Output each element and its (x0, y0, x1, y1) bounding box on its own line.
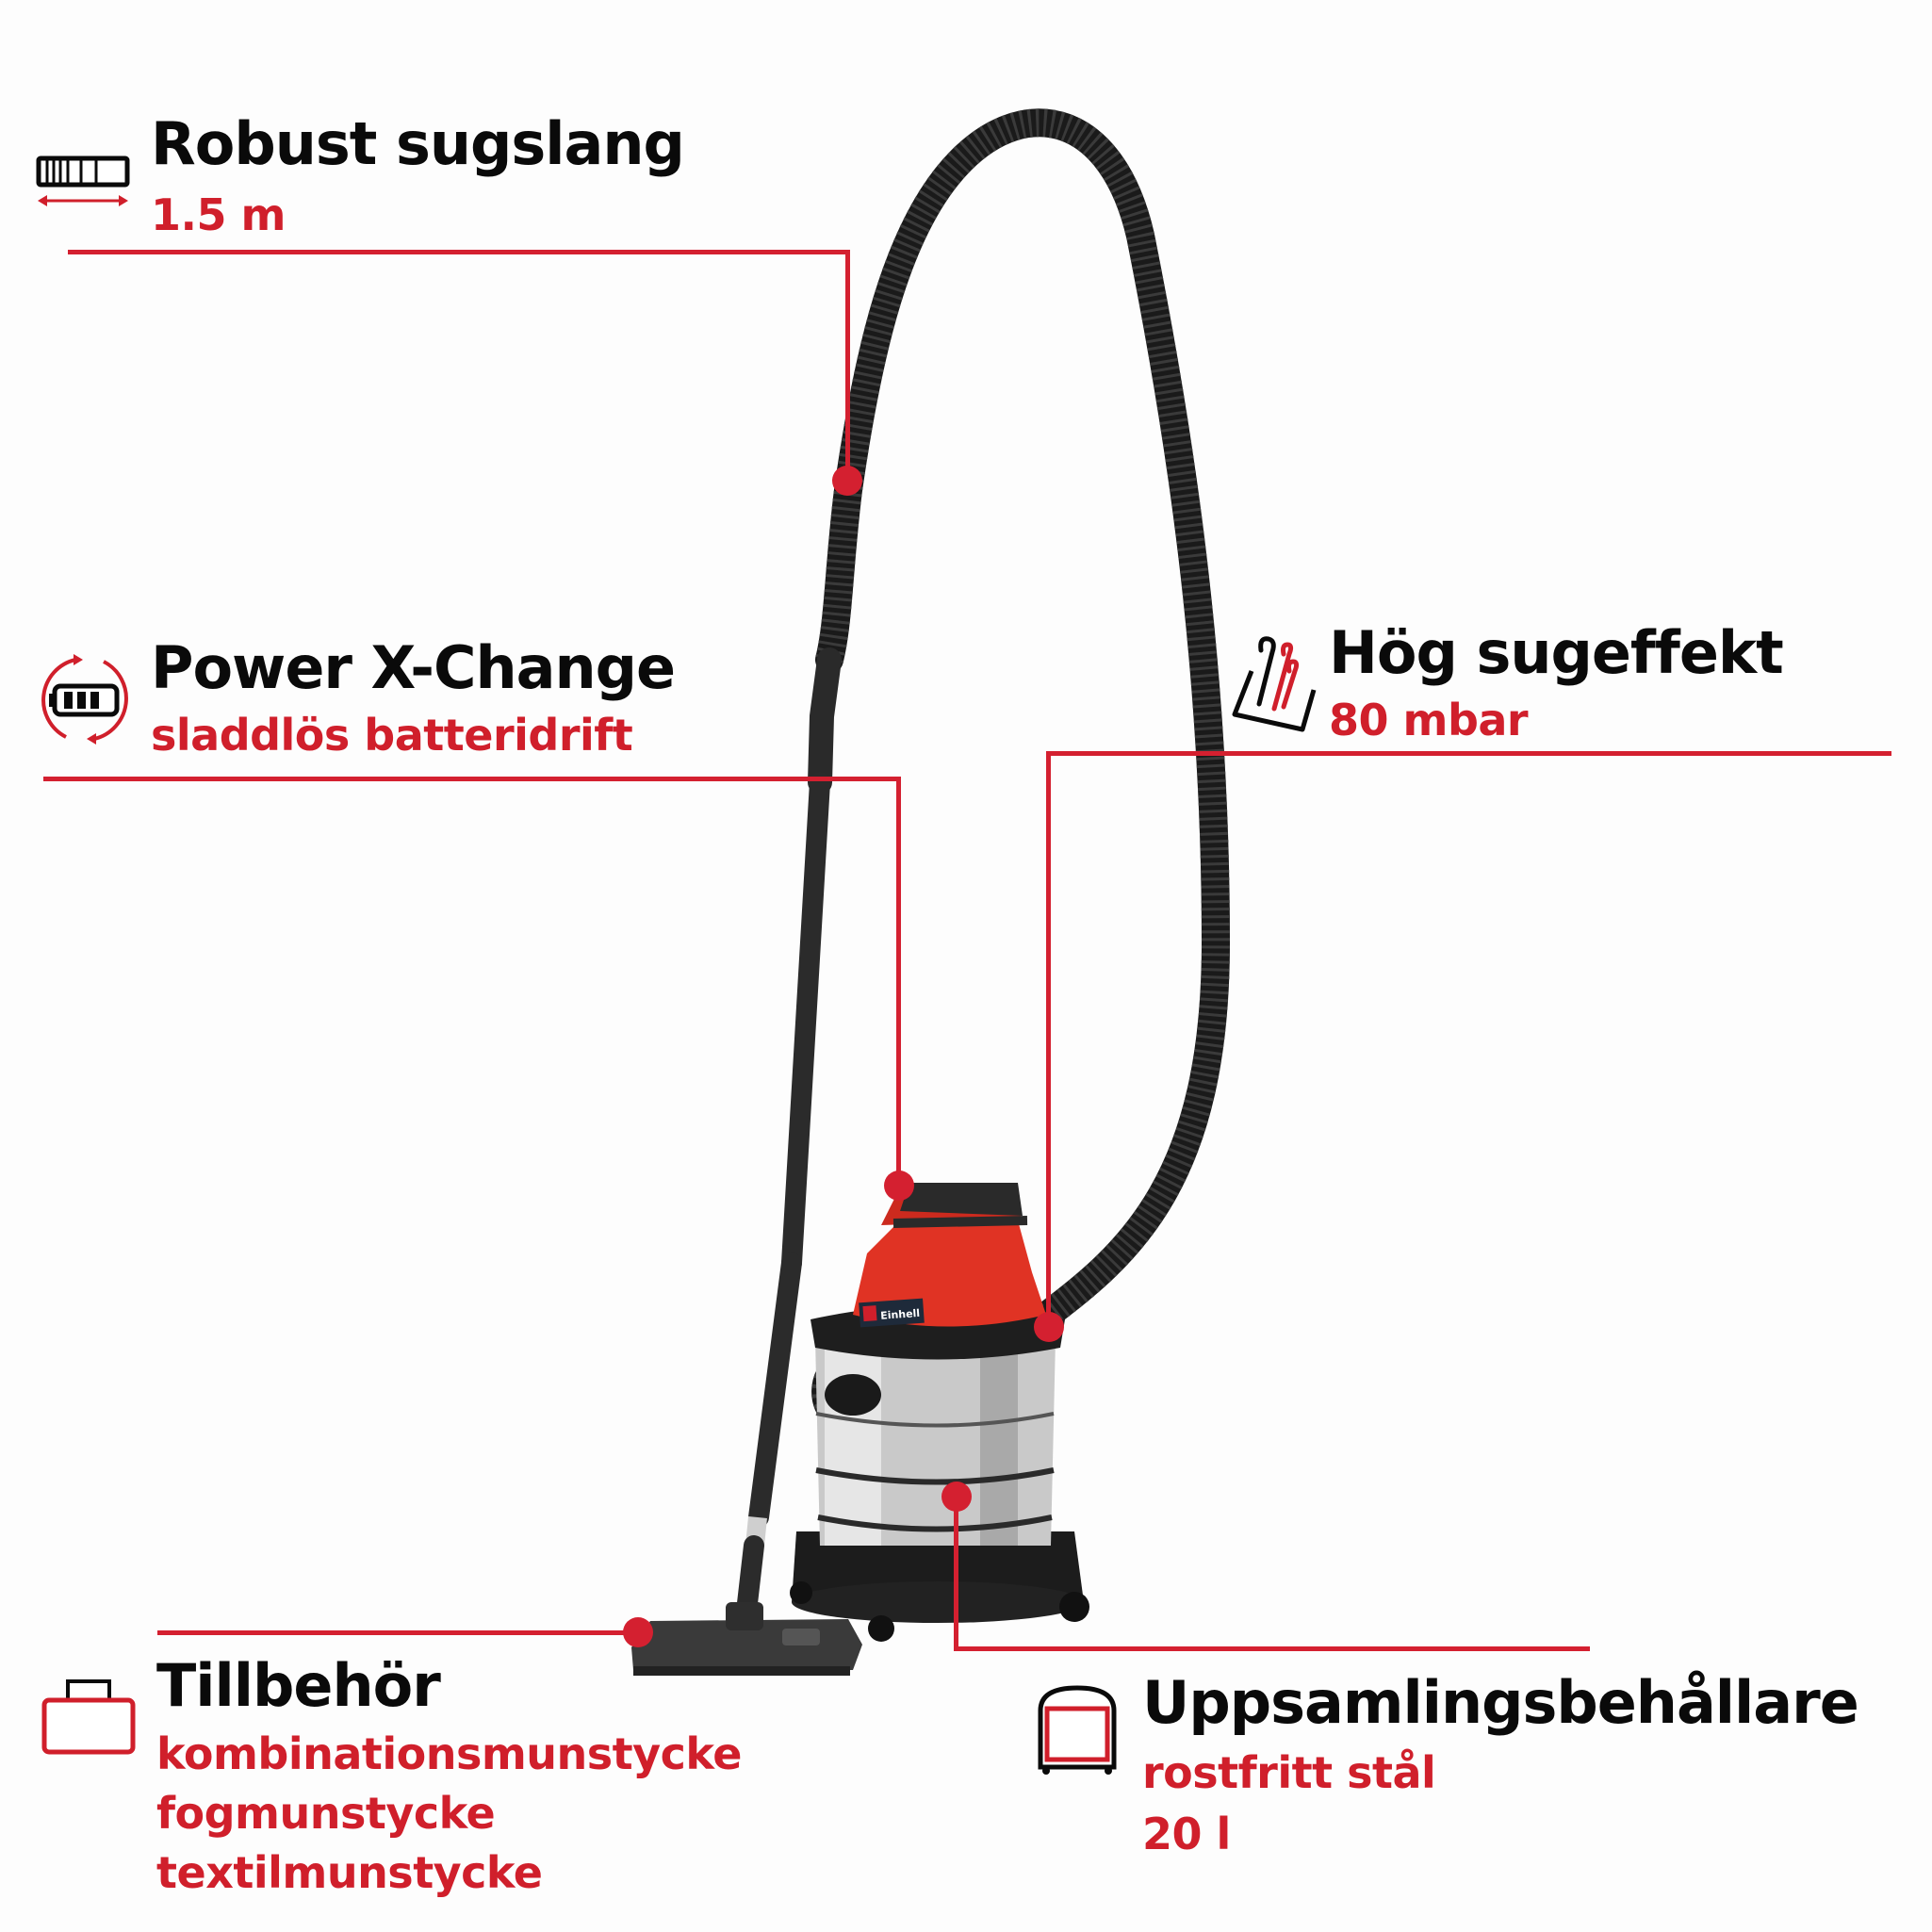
battery-description: sladdlös batteridrift (151, 710, 633, 761)
hose-callout-line (68, 250, 850, 254)
battery-exchange-icon (41, 654, 128, 745)
container-material: rostfritt stål (1142, 1747, 1436, 1798)
accessories-title: Tillbehör (156, 1651, 441, 1720)
battery-callout-dot (884, 1171, 914, 1201)
container-title: Uppsamlingsbehållare (1142, 1668, 1859, 1737)
accessory-item: kombinationsmunstycke (156, 1728, 742, 1779)
battery-callout-line-vertical (896, 777, 901, 1186)
suction-callout-line-vertical (1046, 751, 1051, 1326)
hose-length-value: 1.5 m (151, 189, 286, 240)
container-icon (1038, 1685, 1117, 1775)
hose-title: Robust sugslang (151, 109, 685, 178)
accessory-item: fogmunstycke (156, 1788, 496, 1839)
accessories-callout-dot (623, 1617, 653, 1647)
toolbox-icon (41, 1679, 136, 1755)
hose-length-icon (36, 156, 130, 206)
accessories-callout-line (157, 1630, 638, 1635)
suction-callout-dot (1034, 1312, 1064, 1342)
battery-callout-line (43, 777, 901, 781)
hose-callout-dot (832, 466, 862, 496)
brand-label: Einhell (880, 1307, 921, 1322)
suction-value: 80 mbar (1329, 695, 1529, 745)
container-capacity: 20 l (1142, 1809, 1231, 1859)
suction-title: Hög sugeffekt (1329, 618, 1784, 687)
container-callout-line (954, 1646, 1590, 1651)
container-callout-line-vertical (954, 1497, 958, 1651)
accessory-item: textilmunstycke (156, 1847, 543, 1898)
battery-title: Power X-Change (151, 633, 676, 702)
suction-power-icon (1232, 636, 1317, 732)
hose-callout-line-vertical (845, 250, 850, 481)
suction-callout-line (1046, 751, 1891, 756)
